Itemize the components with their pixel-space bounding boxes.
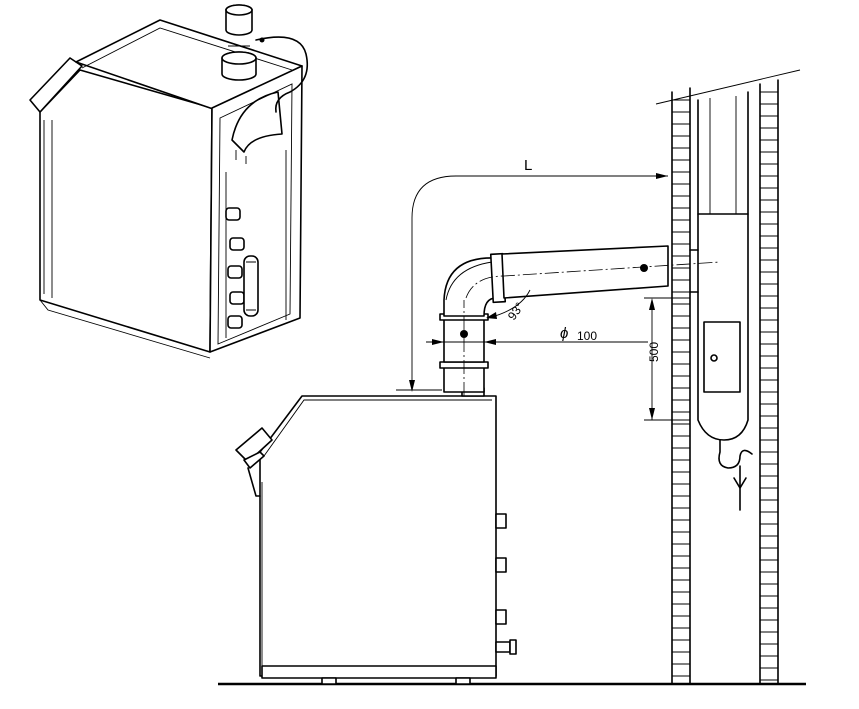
chimney-left-bricks — [672, 99, 690, 677]
boiler-control-panel — [235, 427, 273, 463]
iso-control-panel — [29, 57, 83, 113]
chimney-right-bricks — [760, 91, 778, 681]
condensate-drain — [718, 439, 753, 469]
length-label: L — [524, 157, 532, 174]
height-label: 500 — [647, 342, 661, 362]
iso-sensor-cable — [255, 36, 309, 113]
boiler-casing — [259, 395, 497, 677]
boiler-side-view — [235, 387, 517, 685]
flue-elbow — [443, 257, 497, 317]
iso-boiler-side-panel — [39, 69, 213, 353]
chimney-inspection-hatch — [703, 321, 741, 393]
flue-pipe — [439, 245, 721, 396]
iso-pipe-fittings — [225, 207, 259, 329]
diameter-symbol: ϕ — [560, 325, 568, 342]
chimney-liner — [697, 91, 749, 441]
isometric-boiler-view — [29, 4, 309, 359]
boiler-plinth — [261, 665, 497, 679]
chimney — [655, 69, 801, 685]
iso-flue-spigots — [221, 4, 257, 81]
diameter-value: 100 — [577, 329, 597, 343]
angle-label: 93° — [505, 300, 527, 323]
boiler-rear-connectors — [495, 513, 517, 655]
flue-horizontal-section — [501, 245, 669, 299]
length-dimension-line — [411, 175, 668, 388]
dimension-annotations: L ϕ 100 93° 500 — [396, 157, 690, 421]
